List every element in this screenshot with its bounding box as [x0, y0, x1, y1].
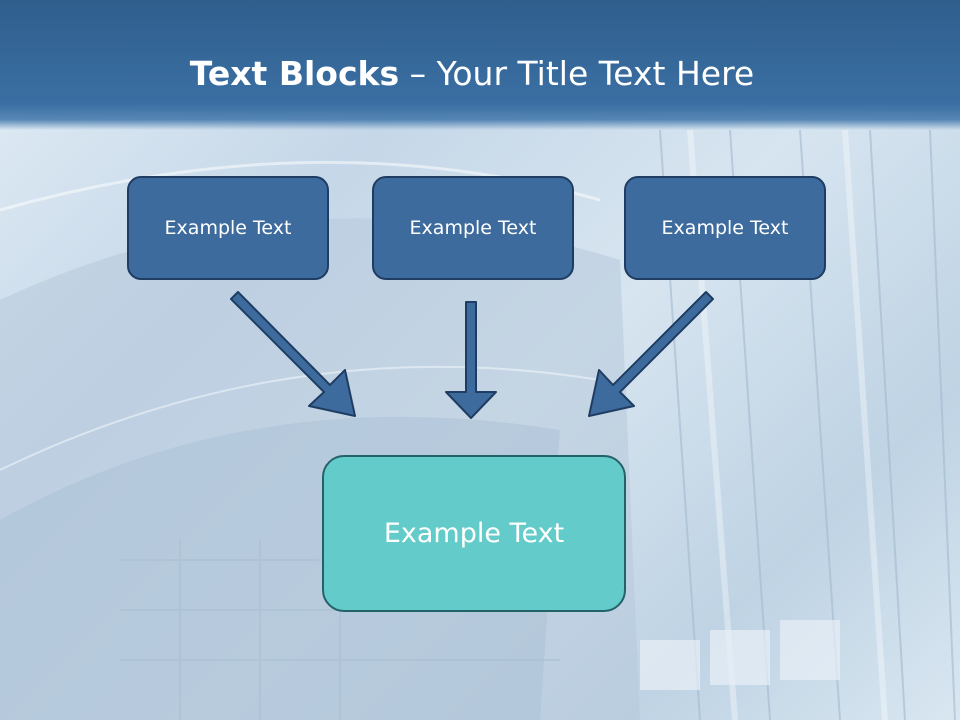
text-block-1: Example Text: [127, 176, 329, 280]
arrow-center-icon: [445, 301, 497, 419]
text-block-2: Example Text: [372, 176, 574, 280]
text-block-3: Example Text: [624, 176, 826, 280]
title-rest-part: – Your Title Text Here: [399, 54, 755, 93]
text-block-result: Example Text: [322, 455, 626, 612]
arrow-left-icon: [230, 291, 356, 417]
arrow-right-icon: [588, 291, 714, 417]
slide-title: Text Blocks – Your Title Text Here: [0, 52, 944, 96]
title-bold-part: Text Blocks: [189, 54, 400, 93]
title-bar: [0, 0, 960, 130]
